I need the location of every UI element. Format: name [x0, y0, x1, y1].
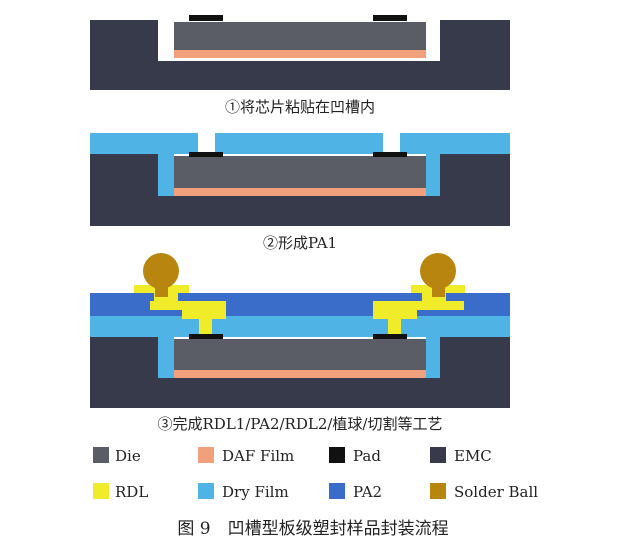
legend: Die DAF Film Pad EMC RDL Dry Film PA2 S [93, 447, 538, 501]
step-3-solder-ball-left [143, 253, 179, 289]
step-2-cross-section [90, 133, 510, 226]
step-2-dry-film-wall-right [426, 154, 440, 196]
step-3-rdl1-right [373, 310, 417, 334]
step-1-die [174, 22, 426, 50]
legend-swatch-emc [430, 447, 446, 463]
legend-label-emc: EMC [454, 447, 492, 465]
step-2-dry-film-left [90, 133, 198, 154]
legend-swatch-solder-ball [430, 483, 446, 499]
legend-swatch-pad [329, 447, 345, 463]
legend-item-emc: EMC [430, 447, 492, 465]
step-3-rdl1-left [182, 310, 226, 334]
step-3-cross-section [90, 253, 510, 408]
step-2-caption: ②形成PA1 [263, 234, 337, 252]
legend-label-die: Die [115, 447, 141, 465]
step-2-dry-film-wall-left [158, 154, 174, 196]
legend-label-rdl: RDL [115, 483, 148, 501]
legend-label-daf-film: DAF Film [222, 447, 294, 465]
step-1-pad-right [373, 15, 407, 21]
step-2-die [174, 156, 426, 188]
step-3-daf-film [174, 370, 426, 378]
legend-item-die: Die [93, 447, 141, 465]
step-1-caption: ①将芯片粘贴在凹槽内 [225, 98, 375, 116]
step-3-emc-substrate [90, 337, 510, 408]
step-2-daf-film [174, 188, 426, 196]
step-2-dry-film-right [400, 133, 510, 154]
legend-item-dry-film: Dry Film [198, 483, 289, 501]
legend-label-solder-ball: Solder Ball [454, 483, 538, 501]
step-3-dry-film-layer [90, 316, 510, 337]
figure-caption: 图 9 凹槽型板级塑封样品封装流程 [177, 519, 448, 539]
step-1-daf-film [174, 50, 426, 58]
step-3-pad-left [189, 334, 223, 339]
step-3-dry-film-wall-right [426, 337, 440, 378]
step-2-dry-film-middle [215, 133, 383, 154]
legend-swatch-die [93, 447, 109, 463]
legend-label-pa2: PA2 [353, 483, 382, 501]
step-3-solder-ball-right [420, 253, 456, 289]
legend-swatch-rdl [93, 483, 109, 499]
step-3-die [174, 339, 426, 370]
step-3-dry-film-wall-left [158, 337, 174, 378]
step-3-pad-right [373, 334, 407, 339]
legend-item-pa2: PA2 [329, 483, 382, 501]
legend-item-pad: Pad [329, 447, 381, 465]
legend-label-dry-film: Dry Film [222, 483, 289, 501]
legend-item-rdl: RDL [93, 483, 148, 501]
legend-swatch-daf-film [198, 447, 214, 463]
step-2-pad-right [373, 152, 407, 157]
step-1-cross-section [90, 15, 510, 90]
step-2-emc-substrate [90, 154, 510, 226]
legend-item-daf-film: DAF Film [198, 447, 294, 465]
legend-label-pad: Pad [353, 447, 381, 465]
step-2-pad-left [189, 152, 223, 157]
step-3-caption: ③完成RDL1/PA2/RDL2/植球/切割等工艺 [158, 415, 443, 433]
legend-item-solder-ball: Solder Ball [430, 483, 538, 501]
step-1-emc-substrate [90, 20, 510, 90]
step-1-pad-left [189, 15, 223, 21]
legend-swatch-dry-film [198, 483, 214, 499]
legend-swatch-pa2 [329, 483, 345, 499]
